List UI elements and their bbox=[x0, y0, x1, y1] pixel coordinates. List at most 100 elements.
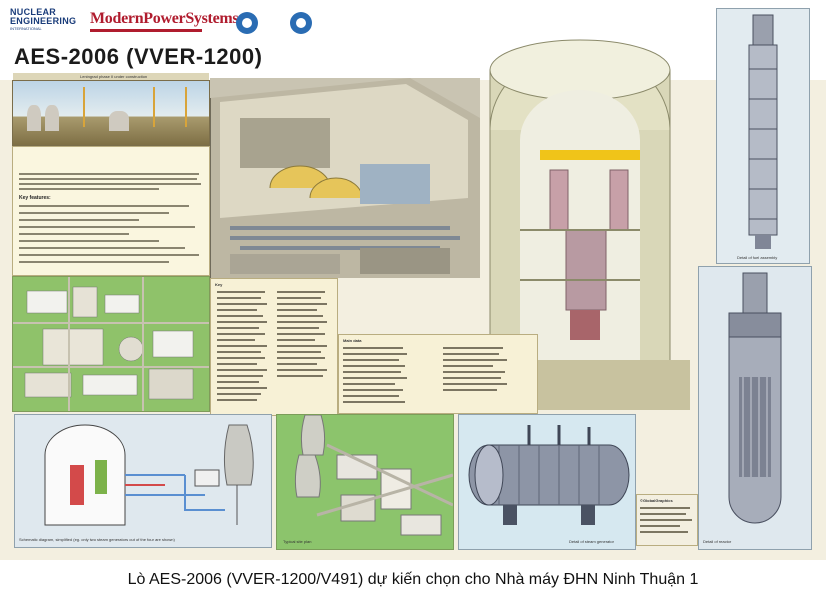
text-line bbox=[19, 178, 197, 180]
credit-row bbox=[640, 507, 690, 509]
data-row bbox=[343, 383, 395, 385]
data-row bbox=[443, 347, 503, 349]
key-row bbox=[217, 297, 261, 299]
credit-text: ©GlobalGraphics bbox=[640, 498, 673, 503]
key-row bbox=[277, 375, 323, 377]
data-row bbox=[443, 383, 507, 385]
poster-header: NUCLEAR ENGINEERING INTERNATIONAL Modern… bbox=[0, 0, 826, 80]
data-row bbox=[343, 395, 399, 397]
rosatom-logo-icon bbox=[290, 12, 312, 34]
fuel-assembly-inset: Detail of fuel assembly bbox=[716, 8, 810, 264]
text-line bbox=[19, 205, 189, 207]
logo-mps-underline bbox=[90, 29, 202, 32]
key-heading: Key bbox=[215, 282, 223, 287]
typical-site-drawing bbox=[294, 414, 454, 536]
key-row bbox=[217, 333, 265, 335]
text-line bbox=[19, 173, 199, 175]
text-line bbox=[19, 233, 129, 235]
photo-caption-bar bbox=[13, 73, 209, 80]
reactor-detail-drawing bbox=[728, 272, 782, 524]
containment-drawing bbox=[470, 39, 690, 411]
key-row bbox=[217, 291, 265, 293]
key-features-heading: Key features: bbox=[19, 195, 51, 201]
schematic-caption: Schematic diagram, simplified (eg. only … bbox=[19, 537, 175, 542]
key-row bbox=[217, 399, 257, 401]
key-row bbox=[217, 315, 263, 317]
logo-ne-line2: ENGINEERING bbox=[10, 16, 77, 26]
credit-row bbox=[640, 513, 686, 515]
photo-caption: Leningrad phase II under construction bbox=[80, 74, 148, 79]
credit-box: ©GlobalGraphics bbox=[636, 494, 698, 546]
key-row bbox=[277, 327, 319, 329]
construction-crane bbox=[153, 87, 155, 127]
data-row bbox=[343, 371, 401, 373]
cooling-tower bbox=[45, 105, 59, 131]
text-line bbox=[19, 240, 159, 242]
image-caption: Lò AES-2006 (VVER-1200/V491) dự kiến chọ… bbox=[127, 571, 699, 588]
key-row bbox=[217, 363, 257, 365]
key-row bbox=[277, 333, 325, 335]
key-row bbox=[217, 357, 265, 359]
data-row bbox=[343, 377, 407, 379]
credit-row bbox=[640, 519, 692, 521]
schematic-drawing bbox=[44, 424, 254, 526]
steam-generator-inset: Detail of steam generator bbox=[458, 414, 636, 550]
data-row bbox=[343, 401, 405, 403]
main-data-panel: Main data bbox=[338, 334, 538, 414]
reactor-poster: NUCLEAR ENGINEERING INTERNATIONAL Modern… bbox=[0, 0, 826, 560]
main-data-heading: Main data bbox=[343, 338, 362, 343]
key-row bbox=[217, 327, 259, 329]
cooling-tower bbox=[109, 111, 129, 131]
key-row bbox=[277, 345, 327, 347]
logo-ne-line1: NUCLEAR bbox=[10, 7, 57, 17]
key-row bbox=[217, 375, 263, 377]
key-row bbox=[277, 363, 317, 365]
key-row bbox=[277, 303, 327, 305]
nuclear-engineering-logo: NUCLEAR ENGINEERING INTERNATIONAL bbox=[10, 7, 77, 38]
text-line bbox=[19, 254, 199, 256]
data-row bbox=[343, 389, 403, 391]
rosatom-logo-icon bbox=[236, 12, 258, 34]
text-line bbox=[19, 219, 139, 221]
fuel-assembly-caption: Detail of fuel assembly bbox=[737, 255, 778, 260]
text-line bbox=[19, 183, 201, 185]
text-line bbox=[19, 247, 185, 249]
modern-power-systems-logo: ModernPowerSystems bbox=[90, 10, 239, 27]
key-row bbox=[217, 393, 261, 395]
text-line bbox=[19, 212, 169, 214]
construction-crane bbox=[185, 87, 187, 127]
steam-generator-drawing bbox=[468, 425, 630, 525]
cooling-tower bbox=[27, 105, 41, 131]
poster-title: AES-2006 (VVER-1200) bbox=[14, 44, 263, 69]
key-row bbox=[217, 309, 257, 311]
typical-site-plan-inset: Typical site plan bbox=[276, 414, 454, 550]
key-row bbox=[277, 315, 323, 317]
text-line bbox=[19, 261, 169, 263]
data-row bbox=[343, 359, 399, 361]
reactor-detail-inset: Detail of reactor bbox=[698, 266, 812, 550]
key-row bbox=[217, 321, 267, 323]
key-row bbox=[277, 291, 325, 293]
data-row bbox=[343, 347, 403, 349]
data-row bbox=[443, 371, 505, 373]
data-row bbox=[343, 365, 405, 367]
plant-cutaway-drawing bbox=[209, 78, 480, 278]
description-panel: Key features: bbox=[12, 146, 210, 276]
schematic-diagram-inset: Schematic diagram, simplified (eg. only … bbox=[14, 414, 272, 548]
key-row bbox=[217, 339, 255, 341]
credit-row bbox=[640, 531, 688, 533]
logo-ne-line3: INTERNATIONAL bbox=[10, 26, 42, 31]
credit-row bbox=[640, 525, 680, 527]
key-row bbox=[217, 387, 267, 389]
key-row bbox=[217, 381, 259, 383]
data-row bbox=[343, 353, 407, 355]
reactor-caption: Detail of reactor bbox=[703, 539, 732, 544]
text-line bbox=[19, 226, 195, 228]
reactor-building-cutaway bbox=[470, 30, 690, 411]
key-row bbox=[217, 303, 267, 305]
data-row bbox=[443, 377, 501, 379]
text-line bbox=[19, 188, 159, 190]
key-row bbox=[277, 357, 325, 359]
key-row bbox=[277, 351, 321, 353]
typical-site-caption: Typical site plan bbox=[283, 539, 312, 544]
